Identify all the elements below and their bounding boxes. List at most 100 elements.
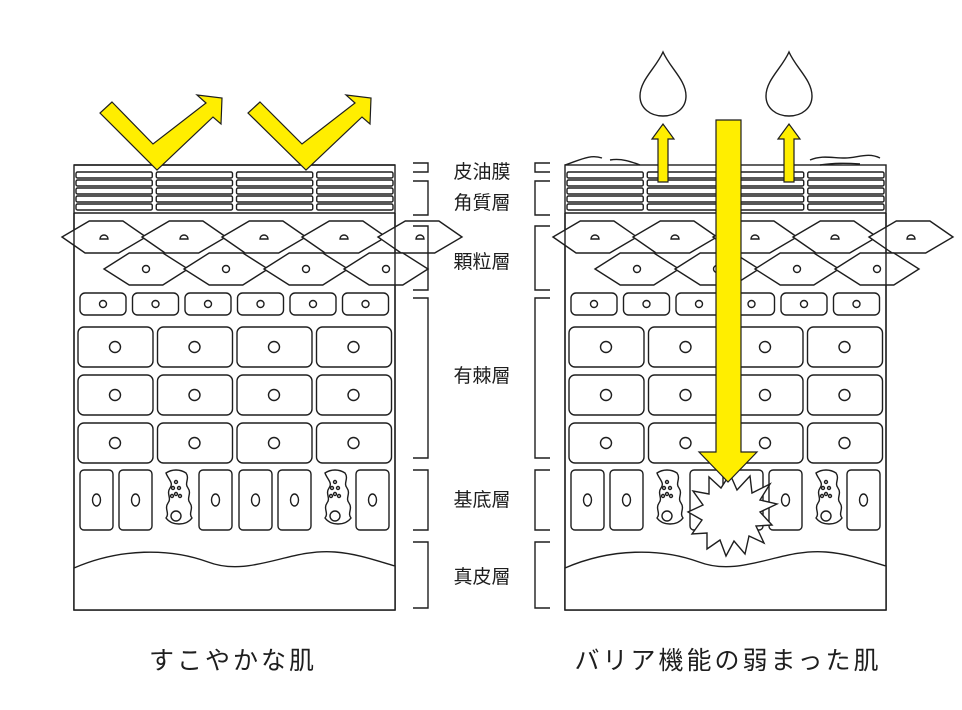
water-drop-icon — [639, 50, 687, 117]
melanin-granule — [328, 493, 334, 499]
layer-bracket-right — [534, 162, 550, 173]
cell-nucleus — [210, 493, 221, 507]
corneocyte-cell — [75, 195, 153, 203]
moisture-arrow-2 — [776, 122, 802, 183]
corneocyte-cell — [316, 203, 394, 211]
cell-nucleus — [632, 264, 642, 274]
cell-nucleus — [750, 234, 760, 240]
corneocyte-cell — [235, 195, 314, 203]
melanin-granule — [668, 493, 674, 499]
corneocyte-cell — [807, 187, 885, 195]
corneocyte-cell — [75, 179, 153, 187]
corneocyte-cell — [807, 195, 885, 203]
layer-label-corneum: 角質層 — [453, 192, 510, 214]
cell-nucleus — [830, 234, 840, 240]
cell-nucleus — [694, 299, 704, 309]
corneocyte-cell — [235, 203, 314, 211]
cell-nucleus — [758, 436, 772, 450]
layer-bracket-right — [534, 180, 550, 216]
healthy-stratum-corneum — [74, 171, 395, 214]
cell-nucleus — [599, 436, 613, 450]
caption-damaged-skin: バリア機能の弱まった肌 — [574, 646, 881, 675]
cell-nucleus — [347, 388, 360, 402]
layer-label-granulosum: 顆粒層 — [453, 251, 510, 273]
cell-nucleus — [151, 299, 160, 309]
corneocyte-cell — [566, 179, 644, 187]
melanin-granule — [664, 491, 670, 497]
corneocyte-cell — [235, 171, 314, 179]
melanin-granule — [660, 493, 666, 499]
layer-bracket-right — [534, 225, 550, 291]
healthy-stratum-spinosum — [77, 292, 393, 464]
melanin-granule — [177, 493, 183, 499]
layer-label-dermis: 真皮層 — [453, 566, 510, 588]
melanin-granule — [176, 485, 182, 491]
healthy-stratum-granulosum — [60, 213, 464, 610]
cell-nucleus — [91, 493, 102, 507]
healthy-skin-panel — [60, 94, 464, 611]
melanin-granule — [336, 493, 342, 499]
melanin-granule — [820, 485, 826, 491]
corneocyte-cell — [646, 195, 725, 203]
cell-nucleus — [108, 436, 122, 450]
cell-nucleus — [599, 388, 613, 402]
cell-nucleus — [367, 493, 378, 507]
cell-nucleus — [250, 493, 261, 507]
corneocyte-cell — [566, 187, 644, 195]
layer-label-spinosum: 有棘層 — [453, 365, 510, 387]
melanin-granule — [335, 485, 341, 491]
cell-nucleus — [98, 299, 108, 309]
damaged-stratum-spinosum — [568, 292, 884, 464]
cell-nucleus — [747, 299, 756, 309]
corneocyte-cell — [566, 203, 644, 211]
cell-nucleus — [267, 436, 281, 450]
corneocyte-cell — [75, 203, 153, 211]
corneocyte-cell — [646, 187, 725, 195]
penetration-arrow — [697, 119, 759, 483]
layer-bracket-right — [534, 297, 550, 459]
cell-nucleus — [188, 436, 201, 450]
cell-nucleus — [308, 299, 318, 309]
layer-label-basale: 基底層 — [453, 489, 510, 511]
corneocyte-cell — [807, 203, 885, 211]
layer-label-sebum: 皮油膜 — [453, 161, 510, 183]
corneocyte-cell — [155, 187, 234, 195]
damage-burst-icon — [686, 472, 780, 558]
reflect-arrow-1 — [99, 94, 223, 171]
cell-nucleus — [347, 436, 360, 450]
cell-nucleus — [679, 340, 692, 354]
corneocyte-cell — [807, 179, 885, 187]
layer-bracket-left — [413, 541, 429, 609]
cell-nucleus — [99, 234, 109, 240]
cell-nucleus — [642, 299, 651, 309]
corneocyte-cell — [566, 195, 644, 203]
melanin-granule — [332, 491, 338, 497]
layer-bracket-right — [534, 541, 550, 609]
damaged-skin-panel — [551, 50, 955, 611]
cell-nucleus — [256, 299, 265, 309]
reflect-arrow-2 — [247, 94, 372, 171]
layer-bracket-left — [413, 469, 429, 531]
cell-nucleus — [679, 436, 692, 450]
melanin-granule — [173, 479, 179, 485]
corneocyte-cell — [807, 171, 885, 179]
cell-nucleus — [582, 493, 593, 507]
cell-nucleus — [329, 510, 341, 522]
corneocyte-cell — [235, 179, 314, 187]
layer-bracket-left — [413, 225, 429, 291]
cell-nucleus — [415, 234, 425, 240]
cell-nucleus — [589, 299, 599, 309]
cell-nucleus — [792, 264, 802, 274]
moisture-arrow-1 — [650, 122, 676, 183]
cell-nucleus — [621, 493, 632, 507]
melanin-granule — [332, 479, 338, 485]
corneocyte-cell — [316, 179, 394, 187]
layer-bracket-left — [413, 162, 429, 173]
cell-nucleus — [679, 388, 692, 402]
corneocyte-cell — [646, 203, 725, 211]
corneocyte-cell — [235, 187, 314, 195]
cell-nucleus — [599, 340, 613, 354]
cell-nucleus — [670, 234, 680, 240]
melanin-granule — [826, 485, 832, 491]
cell-nucleus — [381, 264, 391, 274]
